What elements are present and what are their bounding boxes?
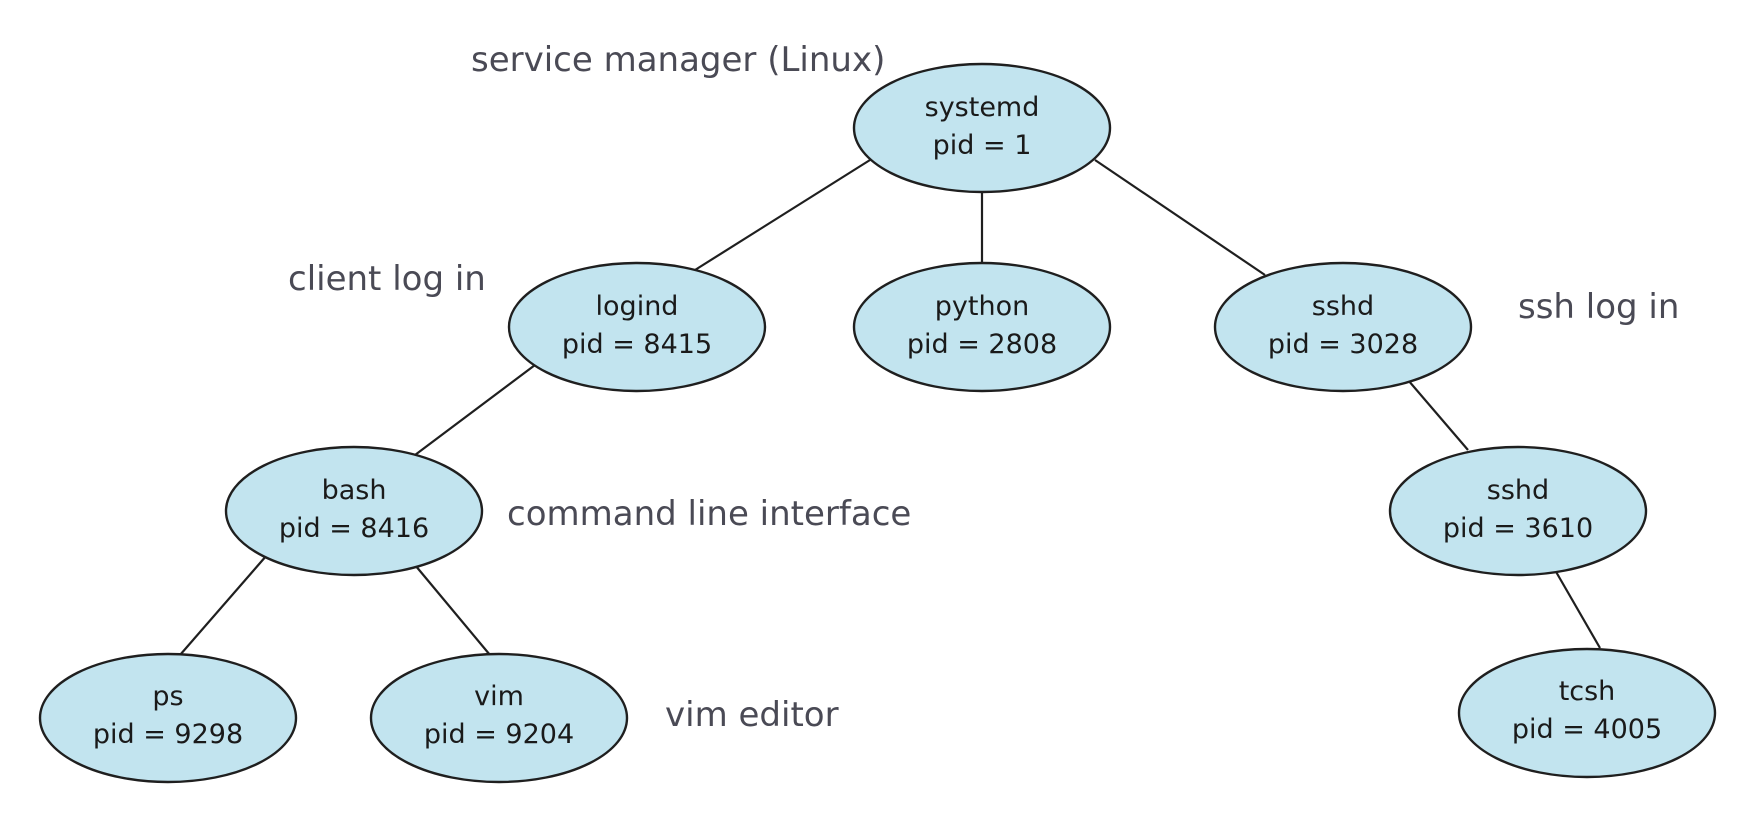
- node-shape: [38, 652, 298, 784]
- node-pid: pid = 3610: [1443, 513, 1593, 544]
- edge-systemd-sshd: [1094, 159, 1266, 276]
- edge-bash-ps: [179, 554, 268, 656]
- node-shape: [852, 261, 1112, 393]
- node-name: tcsh: [1559, 676, 1616, 707]
- edge-sshd-tcsh: [1554, 569, 1601, 649]
- node-name: python: [935, 291, 1029, 322]
- node-name: ps: [152, 681, 183, 712]
- node-pid: pid = 9298: [93, 719, 243, 750]
- node-pid: pid = 8416: [279, 513, 429, 544]
- edge-systemd-logind: [694, 159, 871, 271]
- node-name: vim: [474, 681, 524, 712]
- node-shape: [507, 261, 767, 393]
- node-shape: [1213, 261, 1473, 393]
- node-pid: pid = 3028: [1268, 329, 1418, 360]
- node-logind: logind pid = 8415: [507, 261, 767, 393]
- node-name: logind: [596, 291, 679, 322]
- edge-logind-bash: [414, 364, 536, 456]
- annotation-vim-editor: vim editor: [665, 695, 839, 735]
- node-shape: [1388, 445, 1648, 577]
- node-pid: pid = 8415: [562, 329, 712, 360]
- node-shape: [1457, 647, 1717, 779]
- edge-bash-vim: [414, 564, 491, 656]
- node-name: bash: [322, 475, 387, 506]
- node-name: sshd: [1312, 291, 1374, 322]
- node-shape: [852, 62, 1112, 194]
- edges: [179, 159, 1601, 656]
- node-pid: pid = 1: [933, 130, 1032, 161]
- node-pid: pid = 9204: [424, 719, 574, 750]
- edge-sshd-sshd: [1407, 379, 1469, 451]
- node-tcsh: tcsh pid = 4005: [1457, 647, 1717, 779]
- annotation-client-log-in: client log in: [288, 259, 486, 299]
- node-systemd: systemd pid = 1: [852, 62, 1112, 194]
- node-ps: ps pid = 9298: [38, 652, 298, 784]
- node-sshd-3028: sshd pid = 3028: [1213, 261, 1473, 393]
- node-pid: pid = 4005: [1512, 714, 1662, 745]
- node-pid: pid = 2808: [907, 329, 1057, 360]
- node-name: systemd: [925, 92, 1040, 123]
- node-shape: [369, 652, 629, 784]
- node-python: python pid = 2808: [852, 261, 1112, 393]
- annotation-ssh-log-in: ssh log in: [1518, 287, 1679, 327]
- node-shape: [224, 445, 484, 577]
- node-name: sshd: [1487, 475, 1549, 506]
- node-vim: vim pid = 9204: [369, 652, 629, 784]
- node-bash: bash pid = 8416: [224, 445, 484, 577]
- annotation-service-manager: service manager (Linux): [471, 40, 885, 80]
- node-sshd-3610: sshd pid = 3610: [1388, 445, 1648, 577]
- annotation-command-line-interface: command line interface: [507, 494, 911, 534]
